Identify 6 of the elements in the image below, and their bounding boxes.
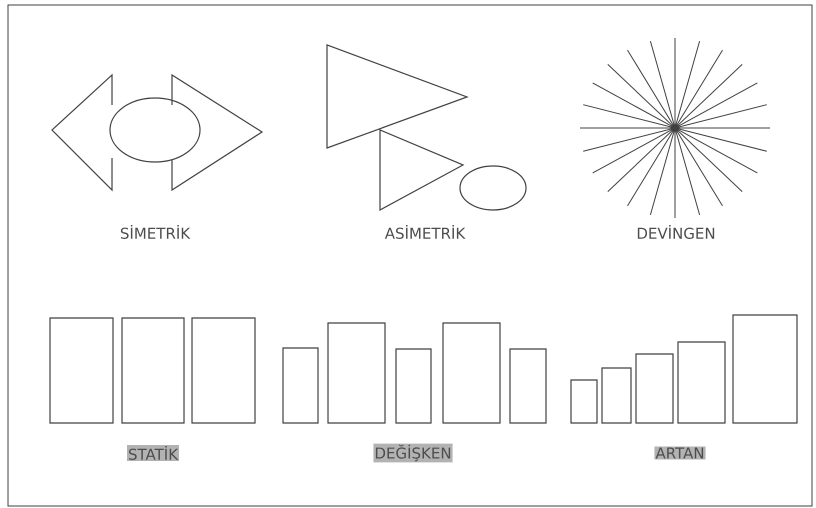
highlighted-label: ARTAN: [654, 446, 706, 460]
highlighted-label: STATİK: [127, 445, 180, 461]
shape-label: SİMETRİK: [120, 225, 190, 239]
highlighted-label: DEĞİŞKEN: [373, 444, 453, 462]
shape-label: DEVİNGEN: [638, 225, 714, 239]
shape-label: ASİMETRİK: [384, 225, 466, 239]
